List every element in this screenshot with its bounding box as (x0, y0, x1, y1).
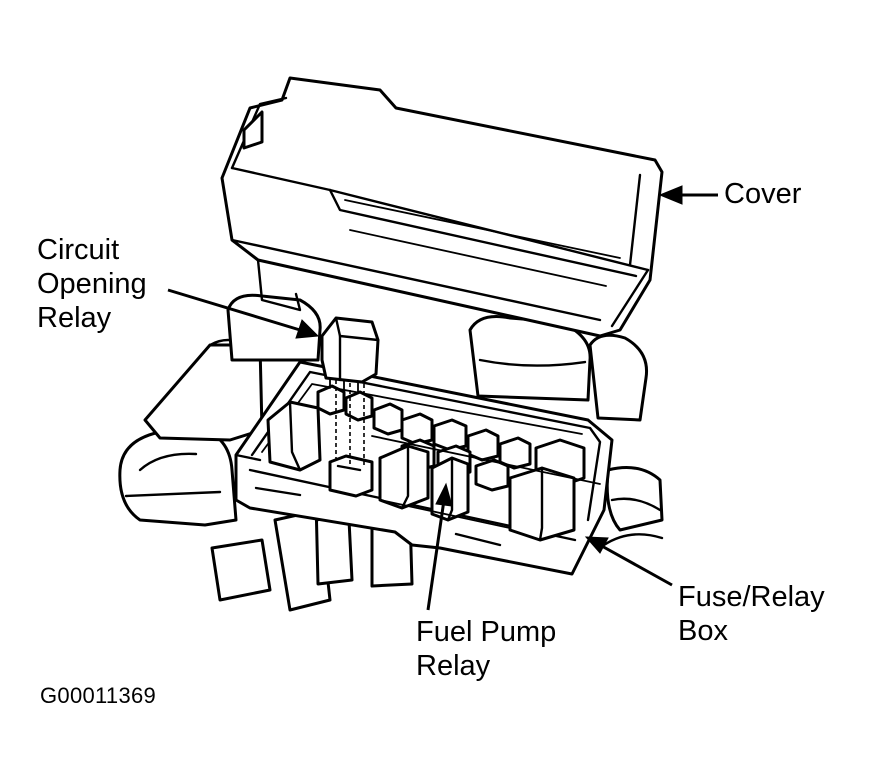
fuel-pump-relay-label-line1: Fuel Pump (416, 616, 557, 648)
fuse-relay-box-label-line1: Fuse/Relay (678, 581, 825, 613)
cover-label-text: Cover (724, 178, 802, 210)
cover-label: Cover (724, 177, 801, 211)
circuit-opening-relay-label-line2: Opening (37, 268, 147, 300)
fuse-relay-box-label-line2: Box (678, 615, 728, 647)
circuit-opening-relay-label-line1: Circuit (37, 234, 120, 266)
circuit-opening-relay-label-line3: Relay (37, 302, 112, 334)
circuit-opening-relay-part (320, 316, 380, 393)
engine-bay-background (118, 293, 664, 612)
fuel-pump-relay-label: Fuel Pump Relay (416, 615, 556, 683)
leader-arrows (167, 185, 718, 611)
box-contents (266, 384, 601, 542)
fuel-pump-relay-label-line2: Relay (416, 650, 491, 682)
circuit-opening-relay-label: Circuit Opening Relay (37, 233, 147, 335)
fuse-relay-box-label: Fuse/Relay Box (678, 580, 825, 648)
figure-code: G00011369 (40, 683, 157, 708)
cover-part (220, 76, 664, 338)
